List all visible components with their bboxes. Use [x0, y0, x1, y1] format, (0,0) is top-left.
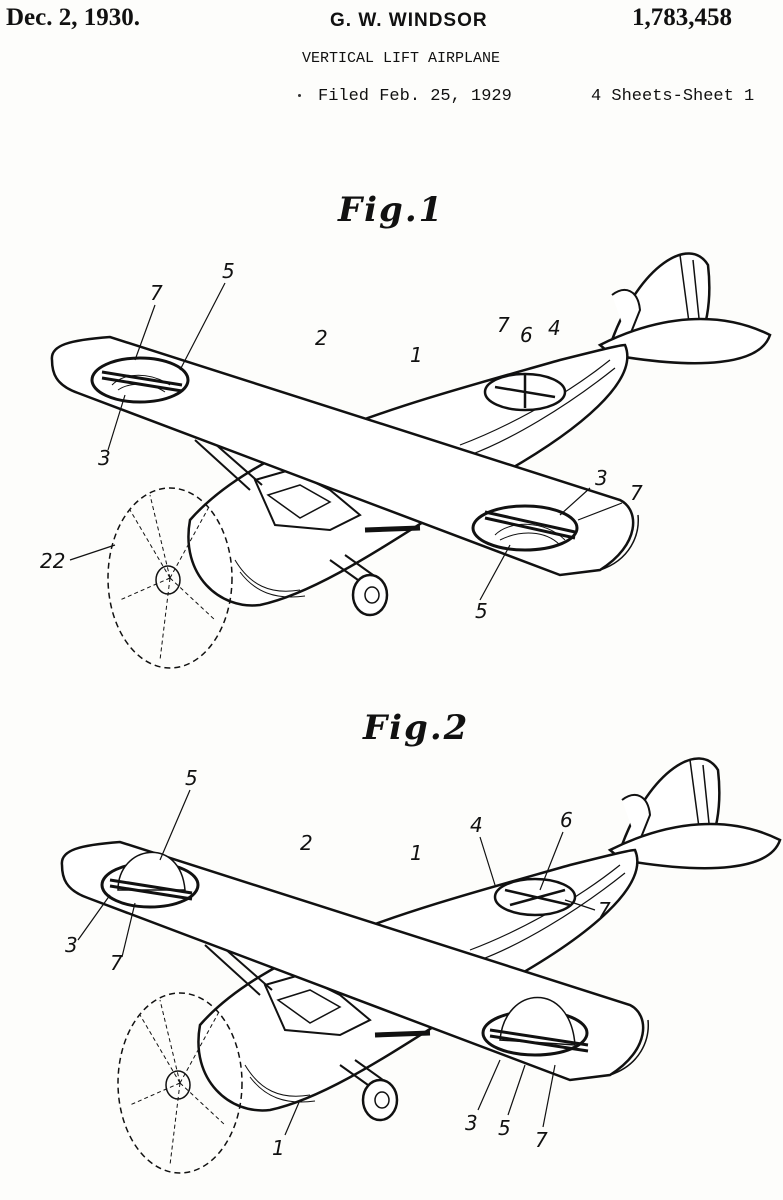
ref-3: 3	[65, 933, 78, 957]
ref-7: 7	[110, 951, 123, 975]
ref-5: 5	[498, 1116, 511, 1140]
ref-7: 7	[535, 1128, 548, 1152]
lift-fan-right	[471, 504, 579, 552]
ref-7: 7	[630, 481, 643, 505]
inventor-name: G. W. WINDSOR	[330, 10, 488, 31]
figure-2-label: Fig.2	[363, 708, 470, 748]
ref-7: 7	[497, 313, 510, 337]
patent-date: Dec. 2, 1930.	[6, 4, 140, 31]
ref-4: 4	[548, 316, 561, 340]
ref-1: 1	[272, 1136, 285, 1160]
ref-7: 7	[150, 281, 163, 305]
ref-7: 7	[598, 898, 611, 922]
lift-fan-fuselage-2	[493, 877, 577, 917]
filed-date: Filed Feb. 25, 1929	[318, 87, 512, 106]
ref-2: 2	[315, 326, 328, 350]
ref-3: 3	[465, 1111, 478, 1135]
lift-fan-fuselage	[483, 372, 567, 412]
ref-3: 3	[98, 446, 111, 470]
ref-6: 6	[560, 808, 573, 832]
ref-6: 6	[520, 323, 533, 347]
figure-1-drawing: 7 5 2 1 7 6 4 3 3 7 22 5	[40, 254, 770, 668]
invention-title: VERTICAL LIFT AIRPLANE	[302, 50, 501, 67]
lift-fan-left-tilted	[100, 851, 200, 909]
ref-22: 22	[40, 549, 65, 573]
sheet-number: 4 Sheets-Sheet 1	[591, 87, 755, 106]
lift-fan-right-tilted	[481, 996, 589, 1057]
ref-1: 1	[410, 841, 423, 865]
lift-fan-left	[90, 356, 190, 404]
ref-5: 5	[475, 599, 488, 623]
figure-1-label: Fig.1	[338, 190, 445, 230]
figure-2-drawing: 5 2 1 4 6 7 3 7 3 5 7 1	[62, 759, 780, 1173]
dot-mark	[298, 94, 301, 97]
ref-5: 5	[222, 259, 235, 283]
patent-number: 1,783,458	[632, 4, 732, 31]
ref-4: 4	[470, 813, 483, 837]
ref-1: 1	[410, 343, 423, 367]
ref-5: 5	[185, 766, 198, 790]
ref-3: 3	[595, 466, 608, 490]
ref-2: 2	[300, 831, 313, 855]
